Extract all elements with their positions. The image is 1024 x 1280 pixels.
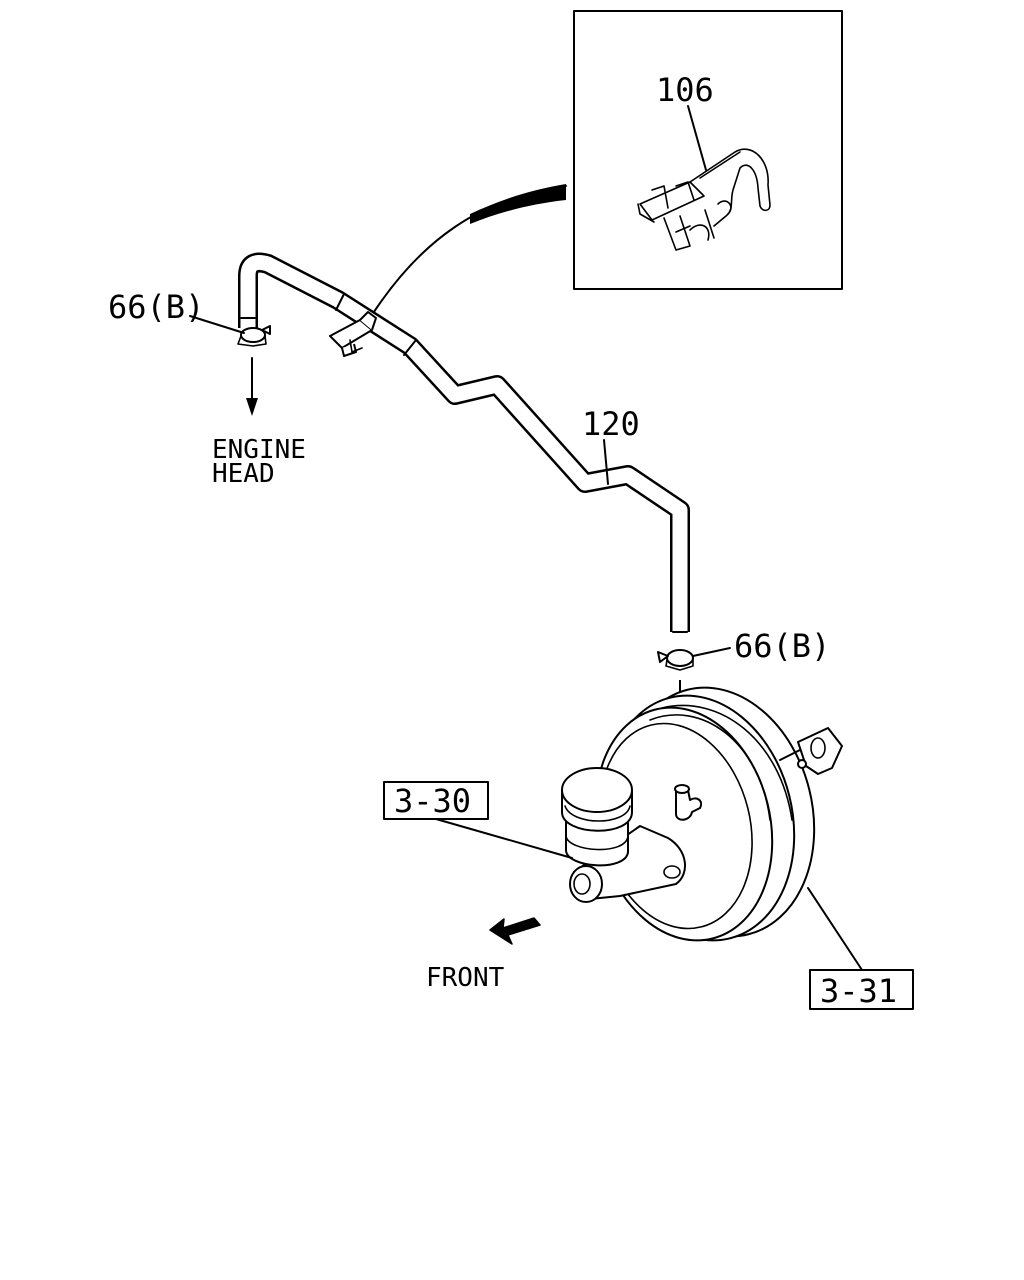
front-arrow <box>489 917 541 945</box>
hose-120-label: 120 <box>582 405 640 443</box>
hose-seam-1 <box>335 293 345 311</box>
upper-clamp: 66(B) <box>108 288 271 416</box>
lower-clamp-ring <box>666 649 694 667</box>
upper-clamp-leader <box>189 315 245 334</box>
front-label: FRONT <box>426 963 505 993</box>
hose-clip <box>329 311 377 357</box>
front-indicator: FRONT <box>426 917 541 993</box>
push-rod-clevis <box>779 727 843 775</box>
detail-frame <box>573 10 843 290</box>
engine-label-line2: HEAD <box>212 459 275 489</box>
ref-3-31-leader <box>807 887 863 971</box>
hose-body <box>240 255 688 632</box>
ref-3-31-label: 3-31 <box>820 972 897 1010</box>
engine-label-line1: ENGINE <box>212 435 306 465</box>
vacuum-hose: 120 <box>238 252 690 633</box>
detail-leader <box>369 185 567 319</box>
engine-arrow-head <box>246 398 258 416</box>
ref-3-30-leader <box>435 818 573 859</box>
hose-120-leader <box>603 439 609 485</box>
lower-clamp-label: 66(B) <box>734 627 830 665</box>
detail-inset: 106 <box>369 10 843 319</box>
ref-3-30: 3-30 <box>383 781 573 859</box>
ref-3-30-label: 3-30 <box>394 782 471 820</box>
detail-leader-wedge <box>470 184 566 224</box>
master-cylinder <box>561 767 687 903</box>
upper-clamp-ring <box>240 327 266 343</box>
brake-booster <box>561 686 843 942</box>
vacuum-nipple <box>675 789 702 821</box>
clip-106-drawing <box>637 148 771 251</box>
clip-106-label: 106 <box>656 71 714 109</box>
lower-clamp-leader <box>692 647 731 657</box>
ref-3-31: 3-31 <box>807 887 914 1010</box>
hose-outline <box>238 252 690 632</box>
clip-106-leader <box>687 105 707 171</box>
upper-clamp-label: 66(B) <box>108 288 204 326</box>
hose-seam-2 <box>403 339 417 356</box>
reservoir-body <box>565 820 629 867</box>
